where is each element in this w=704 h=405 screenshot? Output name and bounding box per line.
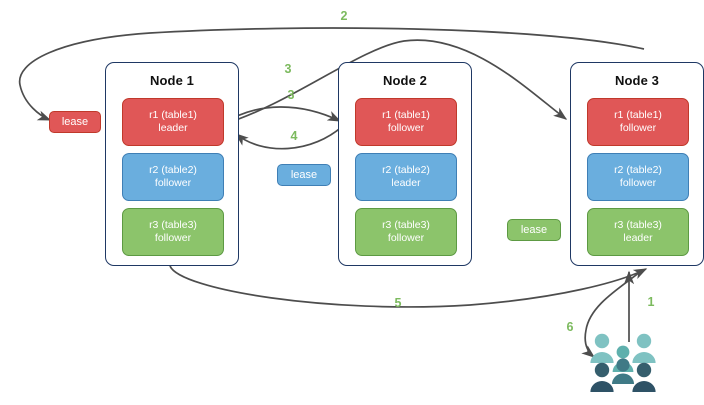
- node-box-node-1[interactable]: Node 1 r1 (table1) leader r2 (table2) fo…: [105, 62, 239, 266]
- replica-range-label: r2 (table2): [382, 164, 430, 176]
- replica-role-label: leader: [623, 232, 653, 244]
- replica-role-label: follower: [619, 177, 657, 189]
- node-box-node-2[interactable]: Node 2 r1 (table1) follower r2 (table2) …: [338, 62, 472, 266]
- replica-role-label: leader: [158, 122, 188, 134]
- replica-role-label: leader: [391, 177, 421, 189]
- replica-node-1-r3-table3[interactable]: r3 (table3) follower: [122, 208, 224, 256]
- replica-node-3-r3-table3[interactable]: r3 (table3) leader: [587, 208, 689, 256]
- node-title-node-3: Node 3: [615, 73, 659, 88]
- replica-node-3-r1-table1[interactable]: r1 (table1) follower: [587, 98, 689, 146]
- users-icon: [590, 333, 656, 392]
- replica-role-label: follower: [154, 177, 192, 189]
- user-figure-back-right: [632, 333, 656, 363]
- user-figure-front-left: [590, 362, 614, 392]
- replica-role-label: follower: [387, 122, 425, 134]
- replica-role-label: follower: [154, 232, 192, 244]
- arrow-step-3-lower: [223, 106, 342, 124]
- replica-range-label: r3 (table3): [614, 219, 662, 231]
- replica-range-label: r3 (table3): [382, 219, 430, 231]
- node-title-node-2: Node 2: [383, 73, 427, 88]
- replica-node-1-r2-table2[interactable]: r2 (table2) follower: [122, 153, 224, 201]
- step-label-6: 6: [566, 320, 574, 334]
- lease-chip-green[interactable]: lease: [507, 219, 561, 241]
- node-box-node-3[interactable]: Node 3 r1 (table1) follower r2 (table2) …: [570, 62, 704, 266]
- step-label-2: 2: [340, 9, 348, 23]
- step-label-5: 5: [394, 296, 402, 310]
- step-label-4: 4: [290, 129, 298, 143]
- replica-range-label: r1 (table1): [382, 109, 430, 121]
- replica-role-label: follower: [387, 232, 425, 244]
- replica-role-label: follower: [619, 122, 657, 134]
- step-label-3b: 3: [287, 88, 295, 102]
- replica-node-2-r3-table3[interactable]: r3 (table3) follower: [355, 208, 457, 256]
- replica-range-label: r1 (table1): [149, 109, 197, 121]
- node-title-node-1: Node 1: [150, 73, 194, 88]
- lease-chip-red[interactable]: lease: [49, 111, 101, 133]
- replica-node-2-r1-table1[interactable]: r1 (table1) follower: [355, 98, 457, 146]
- step-label-1: 1: [647, 295, 655, 309]
- replica-node-3-r2-table2[interactable]: r2 (table2) follower: [587, 153, 689, 201]
- user-figure-front-right: [632, 362, 656, 392]
- replica-range-label: r3 (table3): [149, 219, 197, 231]
- step-label-3a: 3: [284, 62, 292, 76]
- replica-range-label: r2 (table2): [614, 164, 662, 176]
- replica-node-1-r1-table1[interactable]: r1 (table1) leader: [122, 98, 224, 146]
- lease-chip-blue[interactable]: lease: [277, 164, 331, 186]
- user-figure-front-middle: [612, 358, 634, 384]
- user-figure-back-left: [590, 333, 614, 363]
- replica-range-label: r1 (table1): [614, 109, 662, 121]
- replica-node-2-r2-table2[interactable]: r2 (table2) leader: [355, 153, 457, 201]
- replica-range-label: r2 (table2): [149, 164, 197, 176]
